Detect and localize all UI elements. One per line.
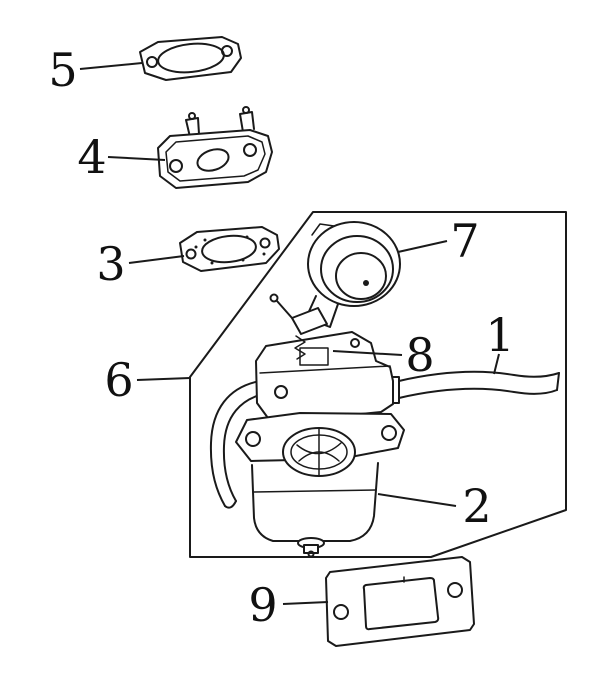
cap-outer-ring xyxy=(307,221,401,307)
callout-6-leader xyxy=(136,377,191,381)
gasket-speckles xyxy=(194,235,266,265)
callout-5-label: 5 xyxy=(48,43,77,97)
gasket-port-hole xyxy=(201,234,257,264)
callout-9-leader xyxy=(282,601,329,605)
callout-4-label: 4 xyxy=(77,130,106,184)
diaphragm-cap xyxy=(307,221,401,307)
callout-8-leader xyxy=(332,350,403,356)
callout-2-label: 2 xyxy=(462,479,491,533)
callout-9-label: 9 xyxy=(248,578,277,632)
callout-3-leader xyxy=(128,255,185,264)
float-bowl xyxy=(251,462,379,558)
part-5-gasket xyxy=(139,36,242,81)
carburetor-upper-body xyxy=(255,331,394,421)
venturi xyxy=(282,427,356,477)
callout-1-label: 1 xyxy=(485,308,514,362)
linkage-spring xyxy=(294,335,306,360)
part-9-gasket xyxy=(325,556,475,647)
callout-4-leader xyxy=(107,156,166,161)
part-4-insulator xyxy=(157,106,273,189)
cap-tab xyxy=(311,223,335,236)
callout-7-label: 7 xyxy=(450,214,479,268)
callout-1-leader xyxy=(493,353,500,375)
throttle-linkage xyxy=(269,293,328,360)
drain-bolt xyxy=(303,544,319,554)
overflow-hose xyxy=(209,380,269,509)
callout-8-label: 8 xyxy=(405,328,434,382)
part-3-gasket xyxy=(179,226,280,272)
callout-7-leader xyxy=(397,240,448,253)
gasket-port-hole xyxy=(362,577,440,631)
callout-3-label: 3 xyxy=(96,237,125,291)
assembly-boundary-box xyxy=(189,211,567,558)
callout-6-label: 6 xyxy=(104,353,133,407)
callout-5-leader xyxy=(79,62,143,70)
insulator-port-hole xyxy=(196,148,230,172)
carburetor-assembly xyxy=(209,221,560,558)
callout-2-leader xyxy=(377,493,457,507)
